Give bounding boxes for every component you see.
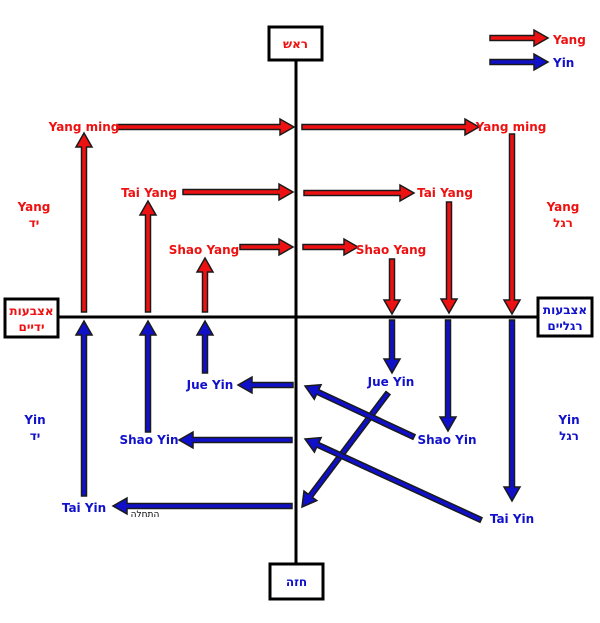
legend-yin-arrow	[489, 52, 550, 72]
arrow-tai-yang-foot-from-head	[303, 183, 416, 203]
arrow-shao-yang-foot-from-head	[302, 237, 360, 257]
label-jue-yin-foot: Jue Yin	[367, 375, 415, 389]
label-jue-yin-hand: Jue Yin	[186, 378, 234, 392]
arrow-tai-yin-foot-to-chest	[303, 436, 483, 524]
arrow-shao-yin-hand-up	[138, 319, 158, 433]
legend-yin-label: Yin	[552, 56, 574, 70]
label-shao-yin-foot: Shao Yin	[417, 433, 476, 447]
arrow-jue-yin-foot-to-chest	[301, 390, 392, 509]
arrow-yang-ming-foot-from-head	[301, 117, 481, 137]
label-yang-ming-hand: Yang ming	[48, 120, 120, 134]
label-shao-yin-hand: Shao Yin	[119, 433, 178, 447]
arrow-yang-ming-hand-up	[74, 131, 94, 313]
chest-box: חזה	[268, 562, 325, 601]
label-tai-yang-foot: Tai Yang	[417, 186, 473, 200]
hand-fingers-line2: ידיים	[18, 320, 44, 334]
arrow-jue-yin-chest-to-hand	[236, 375, 294, 395]
arrow-tai-yang-hand-up	[138, 199, 158, 313]
legend: Yang Yin	[552, 33, 586, 70]
side-yin-hand-name: Yin	[23, 413, 45, 427]
label-tai-yin-foot: Tai Yin	[490, 512, 534, 526]
arrow-tai-yang-foot-down	[439, 201, 459, 315]
arrow-shao-yin-foot-down	[438, 319, 458, 433]
arrow-shao-yang-hand-to-head	[239, 237, 295, 257]
side-yin-foot-name: Yin	[557, 413, 579, 427]
arrow-tai-yang-hand-to-head	[182, 182, 295, 202]
side-label-yin-hand: Yin יד	[23, 413, 45, 443]
foot-toes-line2: רגליים	[547, 319, 582, 333]
side-label-yin-foot: Yin רגל	[557, 413, 579, 443]
side-label-yang-hand: Yang יד	[17, 200, 51, 230]
side-yang-hand-name: Yang	[17, 200, 51, 214]
foot-toes-line1: אצבעות	[543, 303, 587, 317]
arrow-tai-yin-hand-up	[74, 319, 94, 497]
legend-yang-arrow	[489, 28, 550, 48]
head-box: ראש	[267, 25, 324, 62]
side-yin-hand-sub: יד	[30, 429, 41, 443]
side-yang-foot-sub: רגל	[553, 216, 573, 230]
arrow-shao-yang-foot-down	[382, 258, 402, 316]
label-yang-ming-foot: Yang ming	[475, 120, 547, 134]
chest-label: חזה	[286, 575, 307, 589]
foot-toes-box: אצבעות רגליים	[536, 296, 594, 338]
arrows-layer	[74, 28, 550, 524]
head-label: ראש	[283, 37, 308, 51]
arrow-shao-yin-foot-to-chest	[303, 383, 417, 441]
arrow-jue-yin-hand-up	[195, 319, 215, 374]
label-shao-yang-hand: Shao Yang	[169, 243, 240, 257]
hand-fingers-box: אצבעות ידיים	[3, 297, 60, 339]
hand-fingers-line1: אצבעות	[9, 304, 53, 318]
label-tai-yang-hand: Tai Yang	[121, 186, 177, 200]
side-yin-foot-sub: רגל	[559, 429, 579, 443]
arrow-shao-yang-hand-up	[195, 256, 215, 313]
arrow-yang-ming-hand-to-head	[116, 117, 296, 137]
side-label-yang-foot: Yang רגל	[546, 200, 580, 230]
arrow-yang-ming-foot-down	[502, 133, 522, 316]
side-yang-foot-name: Yang	[546, 200, 580, 214]
arrow-tai-yin-chest-to-hand	[111, 496, 293, 516]
arrow-shao-yin-chest-to-hand	[177, 430, 293, 450]
legend-yang-label: Yang	[552, 33, 586, 47]
label-shao-yang-foot: Shao Yang	[356, 243, 427, 257]
label-tai-yin-hand: Tai Yin	[62, 501, 106, 515]
start-label: התחלה	[131, 510, 160, 520]
arrow-jue-yin-foot-down	[382, 319, 402, 375]
arrow-tai-yin-foot-down	[502, 319, 522, 503]
side-yang-hand-sub: יד	[29, 216, 40, 230]
